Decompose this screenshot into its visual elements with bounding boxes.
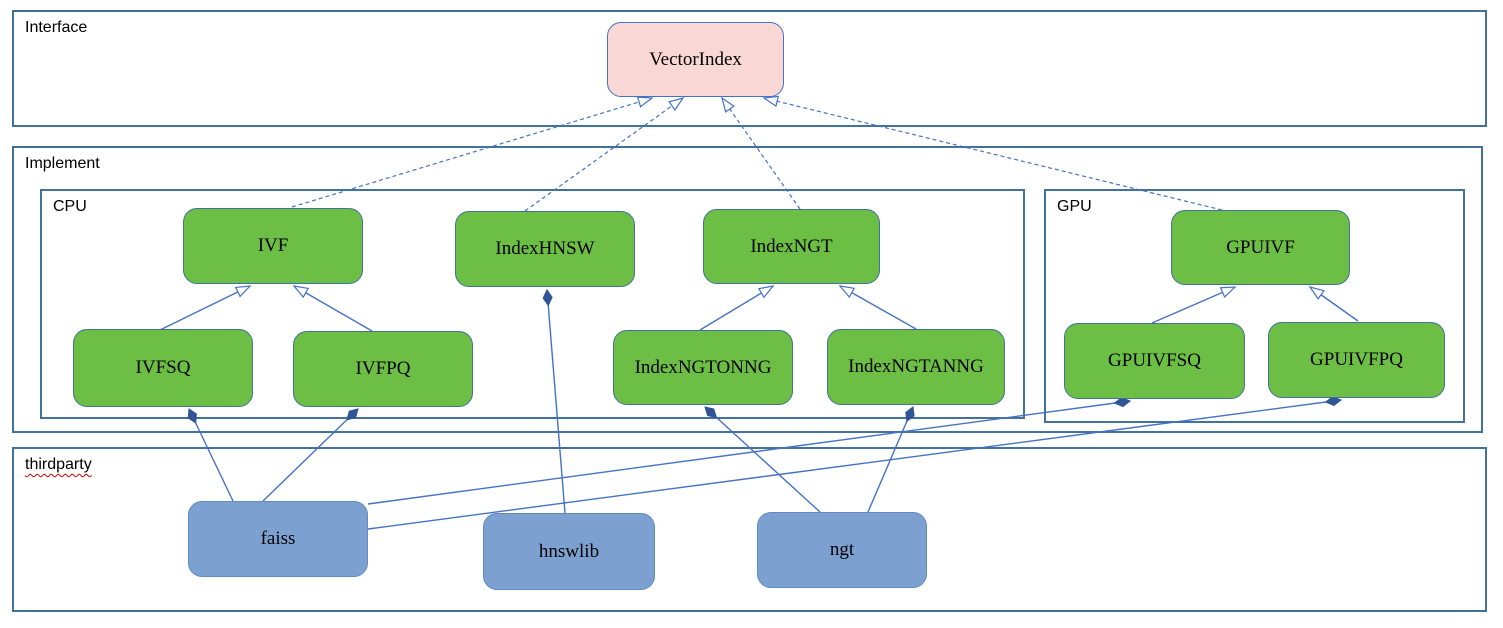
node-ivfsq[interactable]: IVFSQ	[73, 329, 253, 407]
node-indexngtonng[interactable]: IndexNGTONNG	[613, 330, 793, 405]
node-ivfsq-label: IVFSQ	[135, 357, 191, 378]
node-ivf-label: IVF	[257, 235, 289, 256]
node-hnswlib[interactable]: hnswlib	[483, 513, 655, 590]
node-gpuivfpq[interactable]: GPUIVFPQ	[1268, 322, 1445, 398]
node-faiss-label: faiss	[260, 528, 296, 549]
container-implement-label: Implement	[25, 155, 100, 172]
node-ngt-label: ngt	[829, 539, 855, 560]
container-interface-label: Interface	[25, 19, 88, 36]
node-gpuivf-label: GPUIVF	[1226, 236, 1295, 258]
node-faiss[interactable]: faiss	[188, 501, 368, 577]
node-ivfpq-label: IVFPQ	[355, 358, 411, 379]
node-gpuivfsq-label: GPUIVFSQ	[1108, 350, 1201, 371]
node-indexhnsw-label: IndexHNSW	[495, 238, 595, 259]
node-vectorindex-label: VectorIndex	[649, 48, 742, 70]
node-hnswlib-label: hnswlib	[538, 540, 600, 562]
node-ivfpq[interactable]: IVFPQ	[293, 331, 473, 407]
container-cpu-label: CPU	[53, 198, 87, 215]
node-indexngtanng[interactable]: IndexNGTANNG	[827, 329, 1005, 405]
node-ivf[interactable]: IVF	[183, 208, 363, 284]
node-indexngt[interactable]: IndexNGT	[703, 209, 880, 284]
node-gpuivfpq-label: GPUIVFPQ	[1310, 349, 1403, 370]
node-gpuivf[interactable]: GPUIVF	[1171, 210, 1350, 285]
node-indexngtanng-label: IndexNGTANNG	[848, 356, 984, 377]
node-indexngtonng-label: IndexNGTONNG	[634, 356, 772, 378]
container-gpu-label: GPU	[1057, 198, 1092, 215]
node-gpuivfsq[interactable]: GPUIVFSQ	[1064, 323, 1245, 399]
node-vectorindex[interactable]: VectorIndex	[607, 22, 784, 97]
node-indexhnsw[interactable]: IndexHNSW	[455, 211, 635, 287]
node-ngt[interactable]: ngt	[757, 512, 927, 588]
container-thirdparty-label: thirdparty	[25, 456, 92, 473]
node-indexngt-label: IndexNGT	[750, 235, 833, 257]
